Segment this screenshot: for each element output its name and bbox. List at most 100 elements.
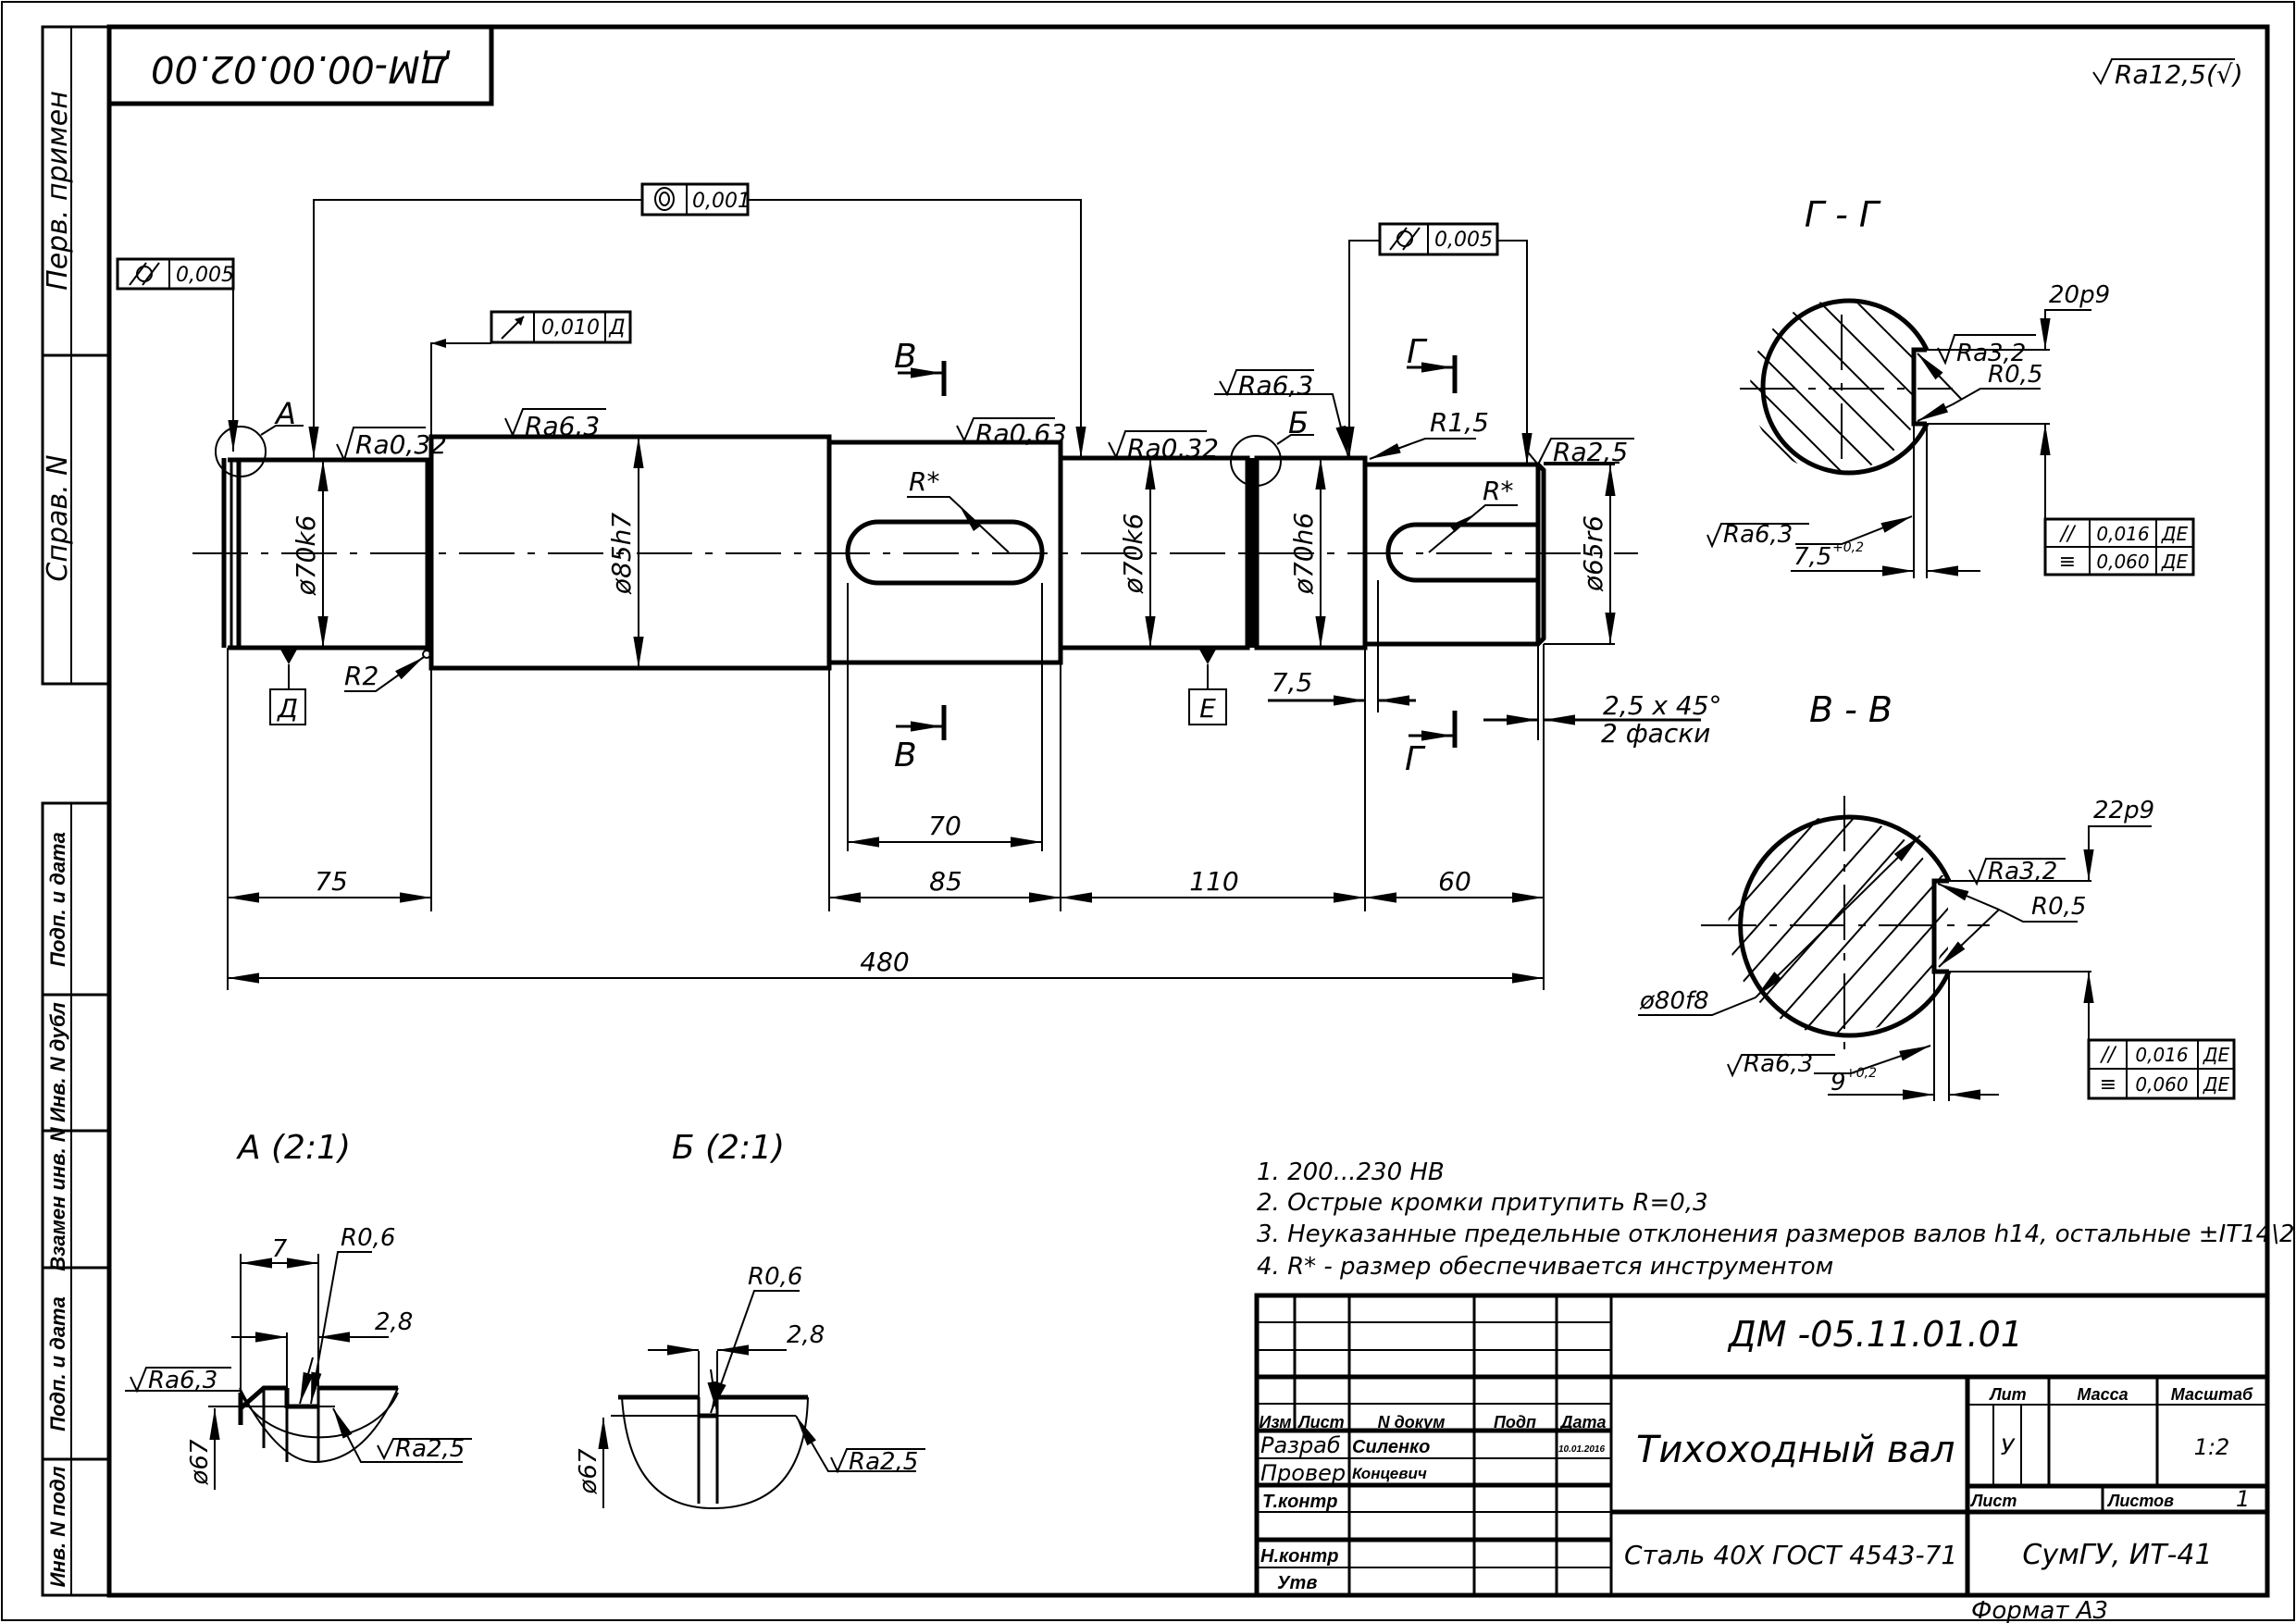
roughness-ra25: Ra2,5 — [1524, 437, 1634, 467]
symmetry-icon: ≡ — [2059, 551, 2076, 574]
dim-d70h6: ø70h6 — [1288, 513, 1319, 595]
section-g-roughness-slot: Ra3,2 — [1956, 340, 2026, 367]
scale-value: 1:2 — [2194, 1434, 2230, 1460]
svg-text:ДЕ: ДЕ — [2203, 1073, 2230, 1096]
runout-arrow-icon — [501, 316, 525, 340]
section-mark-v-top: В — [894, 338, 947, 396]
tolerance-frame-circularity: 0,001 — [308, 182, 1086, 458]
section-g-key-width: 20p9 — [2049, 281, 2110, 309]
dim-chamfer: 2,5 x 45° — [1603, 690, 1722, 721]
svg-text:R*: R* — [909, 466, 939, 497]
keyway-slot-2 — [1385, 522, 1538, 583]
section-g-roughness-bottom: Ra6,3 — [1723, 521, 1793, 549]
svg-text:Д: Д — [276, 693, 298, 724]
strip-label-podp-data-1: Подп. и дата — [46, 832, 69, 967]
svg-text:Лист: Лист — [1297, 1413, 1344, 1431]
inner-border — [106, 24, 2270, 1598]
svg-text:R*: R* — [1483, 476, 1513, 506]
cylindricity-icon — [129, 262, 160, 286]
detail-a: А (2:1) 7 R0,6 2,8 Ra6,3 Ra2,5 ø67 — [125, 1129, 472, 1490]
svg-text:Г: Г — [1407, 333, 1428, 371]
svg-text:Ra0,32: Ra0,32 — [355, 429, 447, 460]
svg-text:0,060: 0,060 — [2096, 551, 2149, 573]
detail-a-diameter: ø67 — [186, 1439, 214, 1485]
svg-text:N докум: N докум — [1378, 1413, 1446, 1431]
section-g-depth-tol: +0,2 — [1832, 540, 1864, 555]
detail-a-title: А (2:1) — [236, 1129, 351, 1167]
dim-d65r6: ø65r6 — [1578, 515, 1608, 592]
section-v-v: В - В — [1638, 689, 2236, 1101]
svg-text:R1,5: R1,5 — [1430, 407, 1489, 438]
section-v-radius: R0,5 — [2031, 893, 2086, 921]
section-mark-g-bottom: Г — [1405, 711, 1458, 778]
strip-label-sprav-n: Справ. N — [42, 454, 74, 581]
radius-r1-5: R1,5 — [1369, 407, 1489, 460]
svg-text:Масса: Масса — [2077, 1385, 2128, 1404]
svg-text:Лит: Лит — [1988, 1385, 2026, 1404]
detail-b: Б (2:1) 2,8 R0,6 Ra2,5 ø67 — [575, 1129, 925, 1510]
roughness-ra63-step5: Ra6,3 — [1214, 369, 1349, 458]
section-mark-g-top: Г — [1407, 333, 1458, 393]
svg-text:В: В — [894, 338, 917, 376]
dim-d70k6-right: ø70k6 — [1118, 514, 1148, 595]
svg-text:Е: Е — [1199, 693, 1216, 724]
dim-chamfer-count: 2 фаски — [1601, 718, 1710, 749]
section-g-g: Г - Г — [1706, 194, 2195, 578]
name-razrab: Силенко — [1352, 1437, 1430, 1457]
svg-text:Масштаб: Масштаб — [2171, 1385, 2253, 1404]
svg-text:0,005: 0,005 — [176, 264, 234, 287]
format-label: Формат А3 — [1971, 1597, 2108, 1623]
dim-d85h7: ø85h7 — [606, 513, 637, 596]
title-block: ДМ -05.11.01.01 Тихоходный вал Сталь 40Х… — [1254, 1293, 2270, 1623]
dim-75: 75 — [315, 866, 348, 897]
detail-b-roughness-right: Ra2,5 — [849, 1448, 918, 1476]
role-utv: Утв — [1277, 1573, 1317, 1593]
svg-text:Б: Б — [1288, 405, 1309, 440]
roughness-ra63-step2: Ra6,3 — [504, 408, 606, 441]
note-3: 3. Неуказанные предельные отклонения раз… — [1257, 1220, 2295, 1248]
svg-text:ДЕ: ДЕ — [2203, 1044, 2230, 1066]
shaft-step-3 — [829, 440, 1063, 665]
detail-a-width: 7 — [272, 1235, 288, 1263]
title-part-name: Тихоходный вал — [1636, 1429, 1955, 1471]
svg-text:Изм: Изм — [1259, 1413, 1291, 1431]
section-mark-v-bottom: В — [894, 705, 947, 774]
strip-label-perv-primen: Перв. примен — [42, 91, 74, 291]
section-v-roughness-slot: Ra3,2 — [1988, 858, 2057, 886]
svg-text:Г: Г — [1405, 740, 1426, 778]
detail-a-groove: 2,8 — [375, 1308, 413, 1336]
section-v-depth: 9 — [1831, 1069, 1846, 1096]
section-v-title: В - В — [1809, 689, 1893, 730]
svg-text:Подп: Подп — [1494, 1413, 1536, 1431]
general-roughness: Ra12,5(√) — [2092, 58, 2243, 90]
date-razrab: 10.01.2016 — [1558, 1444, 1605, 1455]
detail-mark-a: А — [215, 396, 304, 477]
lit-value: У — [2001, 1434, 2016, 1460]
role-razrab: Разраб — [1260, 1432, 1341, 1458]
left-strip: Перв. примен Справ. N Подп. и дата Инв. … — [41, 25, 111, 1597]
section-v-depth-tol: +0,2 — [1845, 1066, 1877, 1081]
strip-label-inv-dubl: Инв. N дубл — [46, 1002, 69, 1122]
detail-mark-b: Б — [1230, 405, 1314, 487]
role-n-kontr: Н.контр — [1260, 1546, 1338, 1567]
rotated-doc-number-box: ДМ-00.00.02.00 — [109, 27, 494, 106]
roughness-ra032-right: Ra0,32 — [1108, 430, 1219, 464]
dim-d70k6-left: ø70k6 — [291, 515, 321, 597]
note-1: 1. 200...230 НВ — [1257, 1158, 1445, 1186]
technical-notes: 1. 200...230 НВ 2. Острые кромки притупи… — [1257, 1158, 2295, 1281]
roughness-ra063: Ra0,63 — [956, 417, 1067, 449]
note-4: 4. R* - размер обеспечивается инструмент… — [1257, 1253, 1833, 1281]
radius-r2: R2 — [344, 656, 425, 692]
svg-text:Ra6,3: Ra6,3 — [525, 411, 600, 441]
role-prover: Провер — [1260, 1460, 1346, 1486]
section-v-tolerance-table: // 0,016 ДЕ ≡ 0,060 ДЕ — [2087, 1038, 2236, 1100]
title-organization: СумГУ, ИТ-41 — [2022, 1539, 2212, 1571]
strip-label-inv-podl: Инв. N подл — [46, 1466, 69, 1587]
svg-text:0,016: 0,016 — [2096, 523, 2149, 545]
role-t-kontr: Т.контр — [1262, 1492, 1337, 1512]
section-g-radius: R0,5 — [1988, 361, 2042, 389]
detail-b-title: Б (2:1) — [672, 1129, 785, 1167]
svg-text:Ra6,3: Ra6,3 — [1238, 370, 1313, 401]
